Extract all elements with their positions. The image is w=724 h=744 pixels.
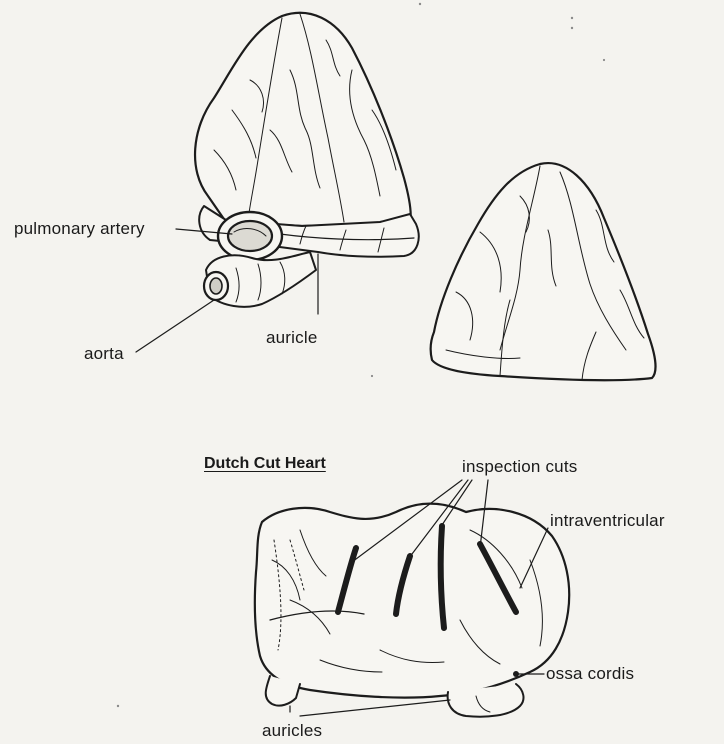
heart-cone-drawing: [431, 163, 656, 380]
intact-heart-drawing: [195, 13, 419, 307]
inspection-cuts-label: inspection cuts: [462, 458, 577, 475]
auricles-label: auricles: [262, 722, 322, 739]
aorta-label: aorta: [84, 345, 124, 362]
intraventricular-label: intraventricular: [550, 512, 665, 529]
ossa-cordis-label: ossa cordis: [546, 665, 634, 682]
figure-title: Dutch Cut Heart: [204, 455, 326, 473]
pulmonary-artery-label: pulmonary artery: [14, 220, 145, 237]
auricle-label: auricle: [266, 329, 317, 346]
dutch-cut-heart-drawing: [255, 504, 569, 717]
